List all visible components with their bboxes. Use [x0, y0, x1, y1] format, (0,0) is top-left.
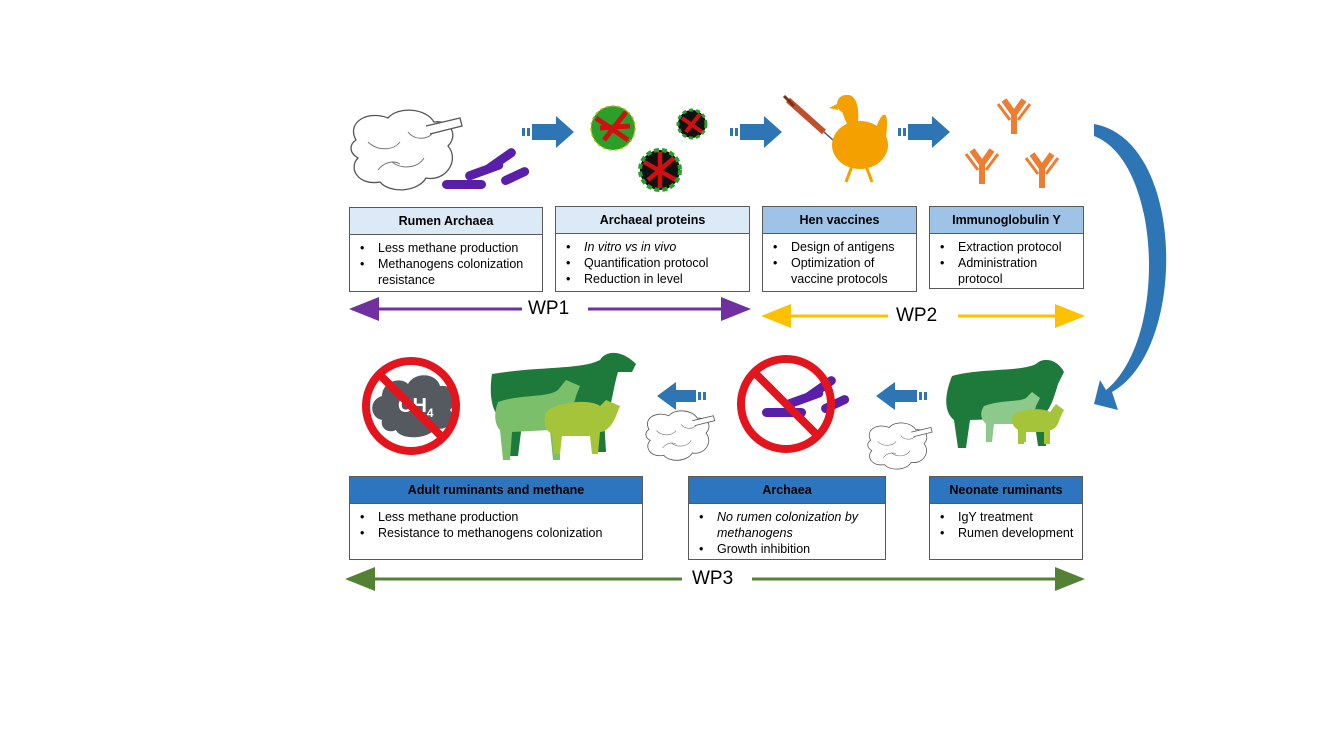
bullet-item: Resistance to methanogens colonization: [358, 525, 638, 541]
curved-arrow: [1094, 124, 1167, 410]
bullet-item: Design of antigens: [771, 239, 912, 255]
box-title: Hen vaccines: [763, 207, 916, 234]
bullet-item: Optimization of vaccine protocols: [771, 255, 912, 287]
bullet-item: Reduction in level: [564, 271, 745, 287]
archaea-icon: [442, 146, 531, 189]
box-title: Immunoglobulin Y: [930, 207, 1083, 234]
antibody-icon: [966, 100, 1058, 188]
wp2-label: WP2: [892, 305, 942, 327]
lamb-icon: [1011, 404, 1064, 444]
bullet-item: Less methane production: [358, 509, 638, 525]
hen-icon: [829, 95, 888, 183]
adult-ruminants-box: Adult ruminants and methane Less methane…: [349, 476, 643, 560]
wp1-label: WP1: [524, 298, 574, 320]
box-title: Adult ruminants and methane: [350, 477, 642, 504]
bullet-item: Quantification protocol: [564, 255, 745, 271]
bullet-item: Extraction protocol: [938, 239, 1079, 255]
hen-vaccines-box: Hen vaccines Design of antigens Optimiza…: [762, 206, 917, 292]
box-title: Archaeal proteins: [556, 207, 749, 234]
bullet-item: Rumen development: [938, 525, 1078, 541]
bullet-item: Growth inhibition: [697, 541, 881, 557]
syringe-icon: [782, 94, 835, 142]
box-title: Archaea: [689, 477, 885, 504]
box-title: Neonate ruminants: [930, 477, 1082, 504]
bullet-item: Less methane production: [358, 240, 538, 256]
bullet-item: Administration protocol: [938, 255, 1079, 287]
rumen-archaea-box: Rumen Archaea Less methane production Me…: [349, 207, 543, 292]
sheep-icon: [544, 400, 620, 454]
rumen-small-icon: [645, 410, 716, 461]
bullet-item: IgY treatment: [938, 509, 1078, 525]
immunoglobulin-y-box: Immunoglobulin Y Extraction protocol Adm…: [929, 206, 1084, 289]
protein-icon: [590, 105, 708, 192]
bullet-item: In vitro vs in vivo: [564, 239, 745, 255]
prohibited-archaea-icon: [741, 359, 831, 449]
archaeal-proteins-box: Archaeal proteins In vitro vs in vivo Qu…: [555, 206, 750, 292]
box-title: Rumen Archaea: [350, 208, 542, 235]
bullet-item: Methanogens colonization resistance: [358, 256, 538, 288]
flow-arrows: [522, 116, 950, 410]
rumen-icon: [350, 109, 463, 191]
bullet-item: No rumen colonization by methanogens: [697, 509, 881, 541]
rumen-neonate-icon: [867, 422, 933, 470]
wp3-label: WP3: [688, 568, 738, 590]
archaea-box: Archaea No rumen colonization by methano…: [688, 476, 886, 560]
neonate-ruminants-box: Neonate ruminants IgY treatment Rumen de…: [929, 476, 1083, 560]
